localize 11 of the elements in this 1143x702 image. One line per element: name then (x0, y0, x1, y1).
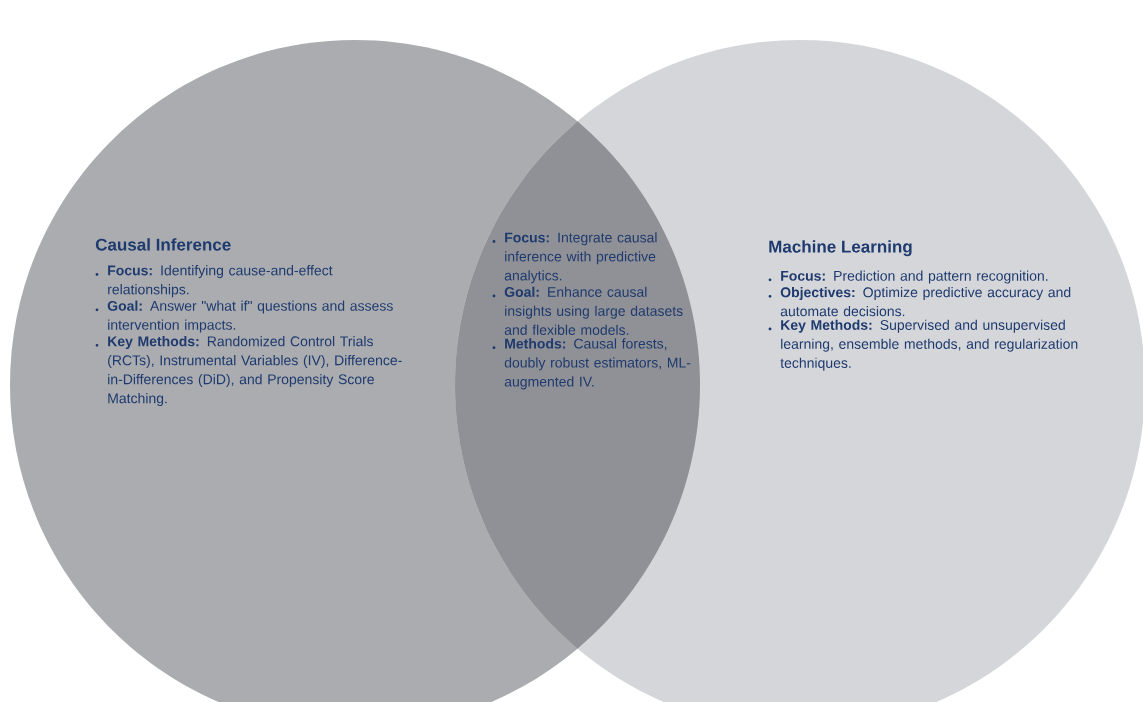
bullet-text: Goal: Enhance causal insights using large datasets and flexible models. (504, 286, 683, 335)
heading: Machine Learning (769, 240, 912, 257)
bullet-text: Focus: Identifying cause-and-effect relationships. (108, 265, 333, 298)
bullet-text: Key Methods: Randomized Control Trials (RCTs), Instrumental Variables (IV), Difference-in-Differences (DiD), and Propensity Score Matching. (108, 336, 402, 407)
bullet-text: Key Methods: Supervised and unsupervised learning, ensemble methods, and regularization techniques. (780, 319, 1078, 371)
bullet-text: Objectives: Optimize predictive accuracy and automate decisions. (780, 286, 1071, 317)
bullet-text: Goal: Answer "what if" questions and assess intervention impacts. (107, 300, 393, 333)
bullet-text: Focus: Prediction and pattern recognition. (781, 270, 1048, 284)
heading: Causal Inference (95, 238, 231, 251)
bullet-text: Focus: Integrate causal inference with predictive analytics. (504, 232, 657, 284)
bullet-text: Methods: Causal forests, doubly robust estimators, ML-augmented IV. (504, 338, 691, 390)
